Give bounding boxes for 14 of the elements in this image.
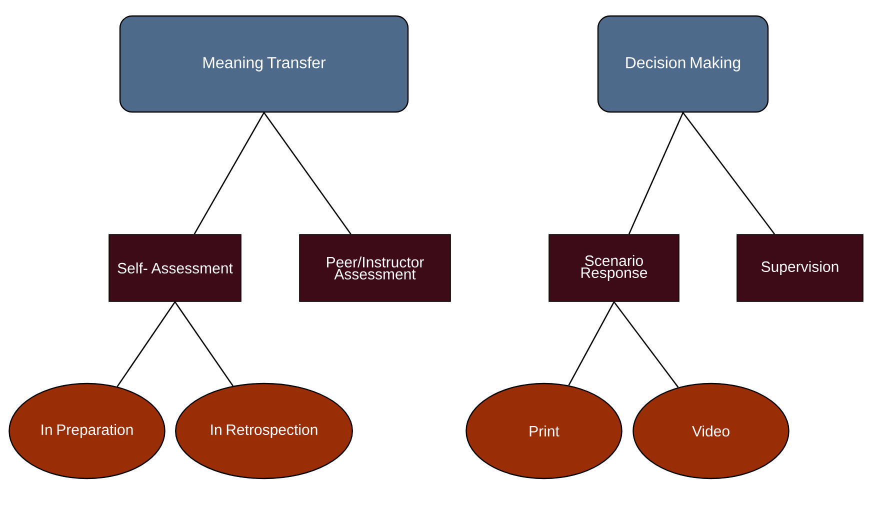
connector-line bbox=[628, 112, 684, 234]
connector-line bbox=[568, 302, 615, 386]
connector-line bbox=[194, 112, 265, 234]
category-box: Peer/Instructor Assessment bbox=[299, 234, 451, 302]
connector-line bbox=[263, 112, 352, 234]
topic-box: Meaning Transfer bbox=[119, 15, 409, 113]
connector-line bbox=[174, 302, 234, 386]
category-box: Scenario Response bbox=[548, 234, 680, 302]
connector-line bbox=[116, 302, 176, 387]
topic-box: Decision Making bbox=[597, 15, 769, 113]
category-box: Self- Assessment bbox=[108, 234, 242, 302]
connector-line bbox=[682, 112, 776, 234]
category-box: Supervision bbox=[736, 234, 864, 302]
connector-line bbox=[613, 302, 679, 388]
